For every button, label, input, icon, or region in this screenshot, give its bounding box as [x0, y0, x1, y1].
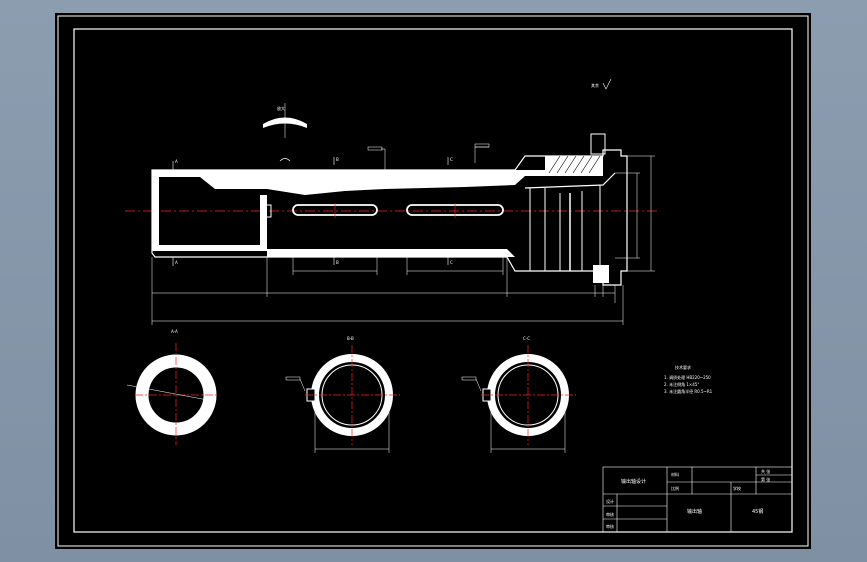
title-block-school-label: 学校 — [733, 485, 741, 491]
roughness-icon — [602, 78, 612, 90]
shaft-main-view: A A B B C C 放大 其余 — [125, 78, 660, 325]
section-cc-label: C-C — [523, 336, 530, 341]
tech-requirement-3: 3. 未注圆角半径 R0.5~R1 — [664, 388, 713, 394]
bore-lower-wall — [159, 245, 260, 251]
shaft-upper-wall — [152, 170, 603, 251]
drawing-canvas: A A B B C C 放大 其余 A-A — [57, 15, 809, 547]
tech-requirement-1: 1. 调质处理 HB220~250 — [664, 374, 711, 380]
title-block-center-text: 输出轴 — [687, 508, 702, 515]
title-block-sheet-info2: 第 张 — [761, 476, 770, 482]
cut-marker-c-bottom: C — [450, 260, 453, 265]
title-block-drawing-no: 45钢 — [752, 508, 763, 515]
cut-marker-c-top: C — [450, 157, 453, 162]
cut-marker-a-top: A — [175, 159, 178, 164]
title-block-part-name: 输出轴设计 — [621, 478, 646, 485]
shaft-lower-wall — [267, 249, 515, 257]
title-block-extra-label: 审核 — [606, 523, 614, 529]
cut-marker-b-bottom: B — [336, 260, 339, 265]
inner-frame — [73, 28, 793, 533]
title-block — [602, 466, 793, 533]
title-block-checker-label: 审核 — [606, 511, 614, 517]
title-block-material-label: 材料 — [671, 471, 679, 477]
drawing-sheet: A A B B C C 放大 其余 A-A — [55, 13, 811, 549]
section-aa: A-A — [126, 329, 217, 445]
section-bb-label: B-B — [347, 336, 354, 341]
title-block-scale-label: 比例 — [671, 485, 679, 491]
title-block-sheet-info: 共 张 — [761, 468, 770, 474]
cut-marker-b-top: B — [336, 157, 339, 162]
flange-boss — [590, 133, 606, 155]
title-block-designer-label: 设计 — [606, 498, 614, 504]
outer-frame — [57, 15, 809, 547]
tech-requirements-title: 技术要求 — [675, 364, 691, 370]
roughness-note: 其余 — [591, 82, 599, 88]
bore-step — [260, 195, 267, 251]
tech-requirements: 技术要求 1. 调质处理 HB220~250 2. 未注倒角 1×45° 3. … — [664, 364, 713, 394]
dimension-lines — [151, 257, 624, 325]
section-bb: B-B — [285, 336, 400, 453]
section-aa-label: A-A — [171, 329, 178, 334]
detail-label: 放大 — [277, 105, 285, 111]
tech-requirement-2: 2. 未注倒角 1×45° — [664, 381, 699, 387]
cut-marker-a-bottom: A — [175, 260, 178, 265]
shaft-end-step — [593, 265, 609, 283]
section-cc: C-C — [461, 336, 576, 453]
